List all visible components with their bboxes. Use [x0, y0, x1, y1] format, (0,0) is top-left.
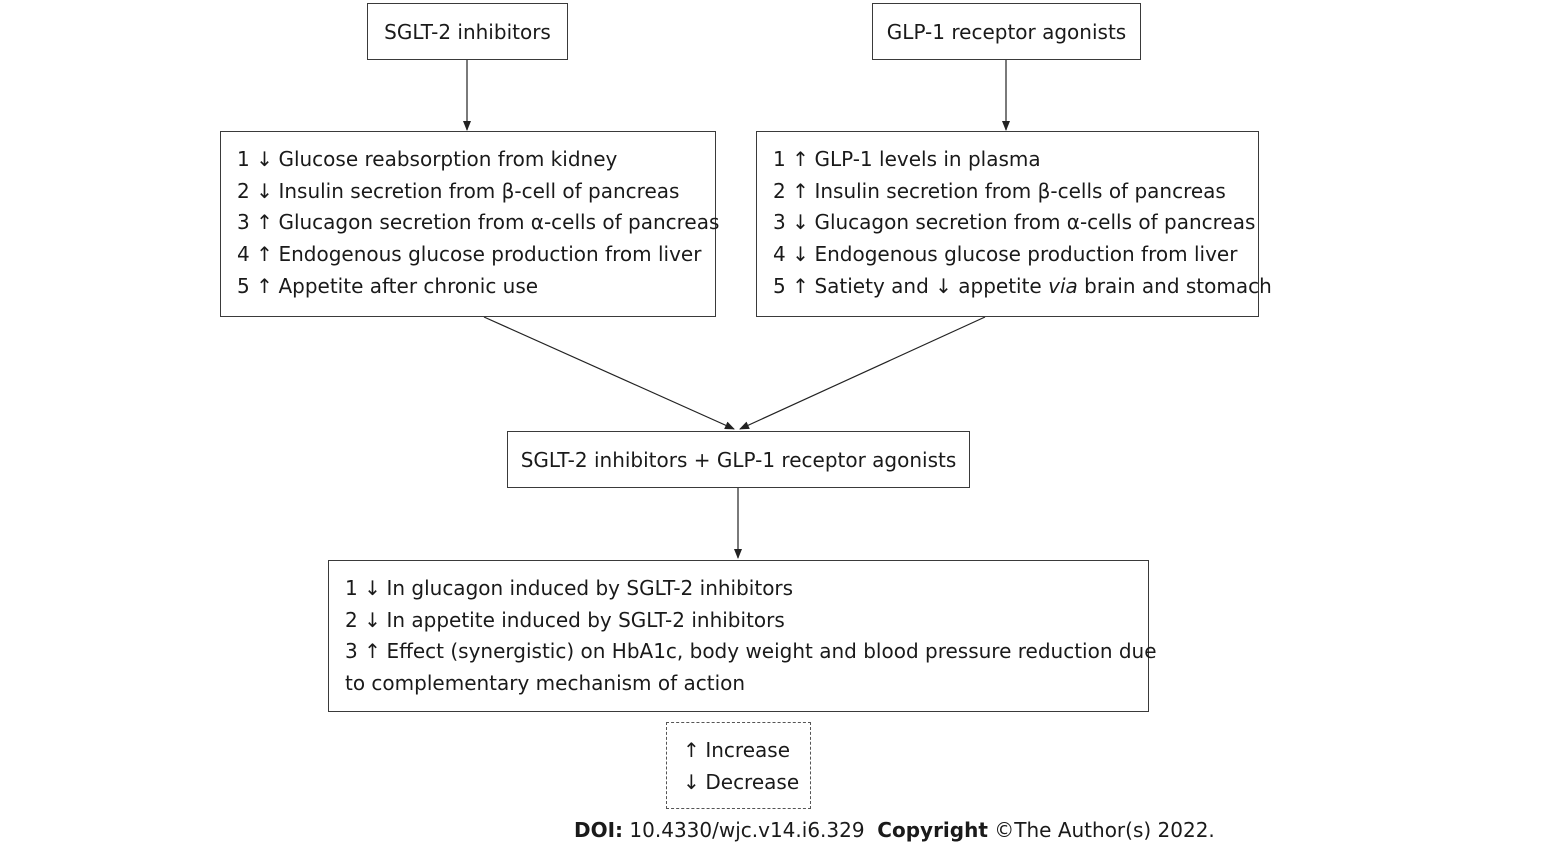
increase-arrow-icon: ↑: [256, 242, 273, 267]
glp1-title-box: GLP-1 receptor agonists: [872, 3, 1141, 60]
outcome-continuation: to complementary mechanism of action: [345, 671, 746, 696]
copyright-label: Copyright: [877, 818, 988, 842]
glp1-effect-item: 5 ↑ Satiety and ↓ appetite via brain and…: [773, 271, 1272, 303]
increase-arrow-icon: ↑: [792, 178, 809, 203]
doi-value: 10.4330/wjc.v14.i6.329: [629, 818, 865, 842]
doi-label: DOI:: [574, 818, 624, 842]
legend-decrease: ↓ Decrease: [683, 767, 799, 799]
sglt2-title-box: SGLT-2 inhibitors: [367, 3, 568, 60]
via-italic: via: [1048, 273, 1078, 298]
sglt2-effects-box: 1 ↓ Glucose reabsorption from kidney 2 ↓…: [220, 131, 719, 317]
arrow-sglt2-effects-to-combined: [483, 316, 735, 430]
sglt2-effect-item: 4 ↑ Endogenous glucose production from l…: [237, 239, 701, 271]
increase-arrow-icon: ↑: [256, 210, 273, 235]
decrease-arrow-icon: ↓: [256, 147, 273, 171]
decrease-arrow-icon: ↓: [792, 210, 809, 235]
outcomes-box: 1 ↓ In glucagon induced by SGLT-2 inhibi…: [328, 560, 1157, 712]
decrease-arrow-icon: ↓: [683, 769, 700, 794]
citation-footer: DOI: 10.4330/wjc.v14.i6.329 Copyright ©T…: [574, 818, 1215, 842]
sglt2-effect-item: 3 ↑ Glucagon secretion from α-cells of p…: [237, 207, 719, 239]
decrease-arrow-icon: ↓: [364, 576, 381, 600]
increase-arrow-icon: ↑: [683, 738, 700, 762]
increase-arrow-icon: ↑: [792, 147, 809, 171]
glp1-effect-item: 2 ↑ Insulin secretion from β-cells of pa…: [773, 176, 1242, 208]
decrease-arrow-icon: ↓: [792, 242, 809, 267]
combined-therapy-box: SGLT-2 inhibitors + GLP-1 receptor agoni…: [507, 431, 970, 488]
glp1-effect-item: 4 ↓ Endogenous glucose production from l…: [773, 239, 1242, 271]
sglt2-effect-item: 5 ↑ Appetite after chronic use: [237, 271, 699, 303]
legend-increase: ↑ Increase: [683, 735, 794, 767]
outcome-item: 3 ↑ Effect (synergistic) on HbA1c, body …: [345, 636, 1157, 668]
copyright-value: ©The Author(s) 2022.: [994, 818, 1215, 842]
arrow-glp1-effects-to-combined: [739, 316, 986, 430]
glp1-effect-item: 3 ↓ Glucagon secretion from α-cells of p…: [773, 207, 1255, 239]
glp1-title: GLP-1 receptor agonists: [886, 19, 1127, 44]
increase-arrow-icon: ↑: [364, 639, 381, 664]
outcome-item: 1 ↓ In glucagon induced by SGLT-2 inhibi…: [345, 573, 1132, 605]
sglt2-effect-item: 2 ↓ Insulin secretion from β-cell of pan…: [237, 176, 699, 208]
glp1-effects-box: 1 ↑ GLP-1 levels in plasma 2 ↑ Insulin s…: [756, 131, 1272, 317]
increase-arrow-icon: ↑: [256, 273, 273, 298]
combined-title: SGLT-2 inhibitors + GLP-1 receptor agoni…: [520, 447, 957, 472]
decrease-arrow-icon: ↓: [364, 607, 381, 632]
sglt2-title: SGLT-2 inhibitors: [384, 19, 551, 44]
glp1-effect-item: 1 ↑ GLP-1 levels in plasma: [773, 144, 1242, 176]
sglt2-effect-item: 1 ↓ Glucose reabsorption from kidney: [237, 144, 699, 176]
legend-box: ↑ Increase ↓ Decrease: [666, 722, 811, 809]
outcome-item: 2 ↓ In appetite induced by SGLT-2 inhibi…: [345, 605, 1132, 637]
decrease-arrow-icon: ↓: [256, 178, 273, 203]
increase-arrow-icon: ↑: [792, 273, 809, 298]
